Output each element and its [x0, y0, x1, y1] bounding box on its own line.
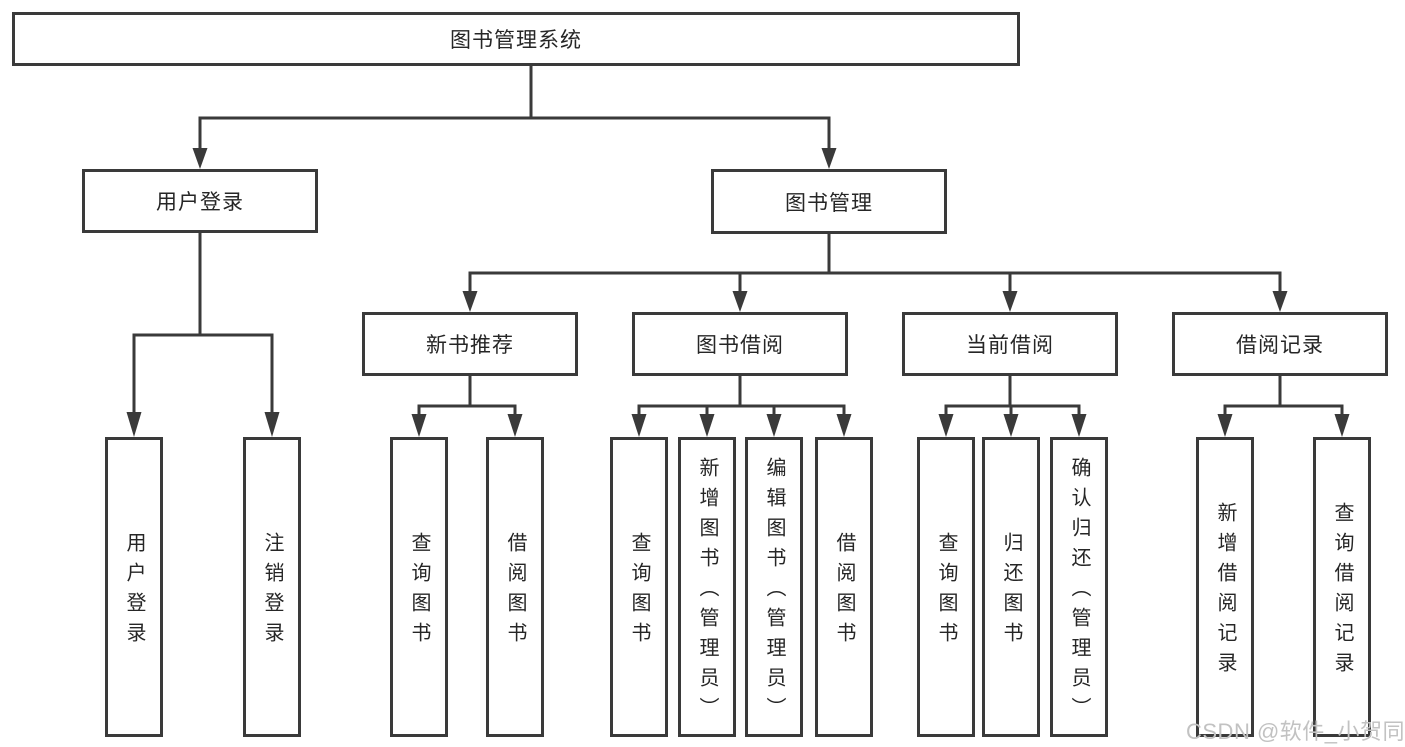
- node-label: 查询图书: [935, 532, 957, 652]
- node-book-borrowing: 图书借阅: [632, 312, 848, 376]
- watermark: CSDN @软件_小贺同学: [1186, 719, 1405, 744]
- node-leaf-add-borrow-record: 新增借阅记录: [1196, 437, 1254, 737]
- node-label: 新增借阅记录: [1214, 502, 1236, 682]
- node-label: 借阅图书: [504, 532, 526, 652]
- node-label: 图书管理系统: [450, 29, 582, 52]
- node-borrowing-records: 借阅记录: [1172, 312, 1388, 376]
- node-leaf-borrow-books: 借阅图书: [815, 437, 873, 737]
- node-label: 归还图书: [1000, 532, 1022, 652]
- node-label: 用户登录: [123, 532, 145, 652]
- node-current-borrowing: 当前借阅: [902, 312, 1118, 376]
- node-library-management-system: 图书管理系统: [12, 12, 1020, 66]
- node-label: 注销登录: [261, 532, 283, 652]
- node-leaf-logout: 注销登录: [243, 437, 301, 737]
- node-leaf-borrow-books-recommend: 借阅图书: [486, 437, 544, 737]
- node-new-book-recommendation: 新书推荐: [362, 312, 578, 376]
- node-label: 用户登录: [156, 191, 244, 214]
- node-label: 查询图书: [408, 532, 430, 652]
- node-label: 图书借阅: [696, 334, 784, 357]
- node-book-management: 图书管理: [711, 169, 947, 234]
- node-label: 编辑图书（管理员）: [763, 457, 785, 727]
- node-label: 借阅图书: [833, 532, 855, 652]
- node-label: 确认归还（管理员）: [1068, 457, 1090, 727]
- node-leaf-query-books-borrow: 查询图书: [610, 437, 668, 737]
- node-label: 图书管理: [785, 191, 873, 215]
- node-label: 借阅记录: [1236, 334, 1324, 357]
- node-label: 新增图书（管理员）: [696, 457, 718, 727]
- node-leaf-query-books-current: 查询图书: [917, 437, 975, 737]
- node-leaf-confirm-return-admin: 确认归还（管理员）: [1050, 437, 1108, 737]
- node-leaf-return-book: 归还图书: [982, 437, 1040, 737]
- node-user-login: 用户登录: [82, 169, 318, 233]
- node-leaf-query-books-recommend: 查询图书: [390, 437, 448, 737]
- node-label: 查询借阅记录: [1331, 502, 1353, 682]
- node-leaf-query-borrow-record: 查询借阅记录: [1313, 437, 1371, 737]
- node-label: 当前借阅: [966, 334, 1054, 357]
- node-leaf-add-book-admin: 新增图书（管理员）: [678, 437, 736, 737]
- node-leaf-edit-book-admin: 编辑图书（管理员）: [745, 437, 803, 737]
- node-leaf-user-login: 用户登录: [105, 437, 163, 737]
- node-label: 查询图书: [628, 532, 650, 652]
- node-label: 新书推荐: [426, 334, 514, 357]
